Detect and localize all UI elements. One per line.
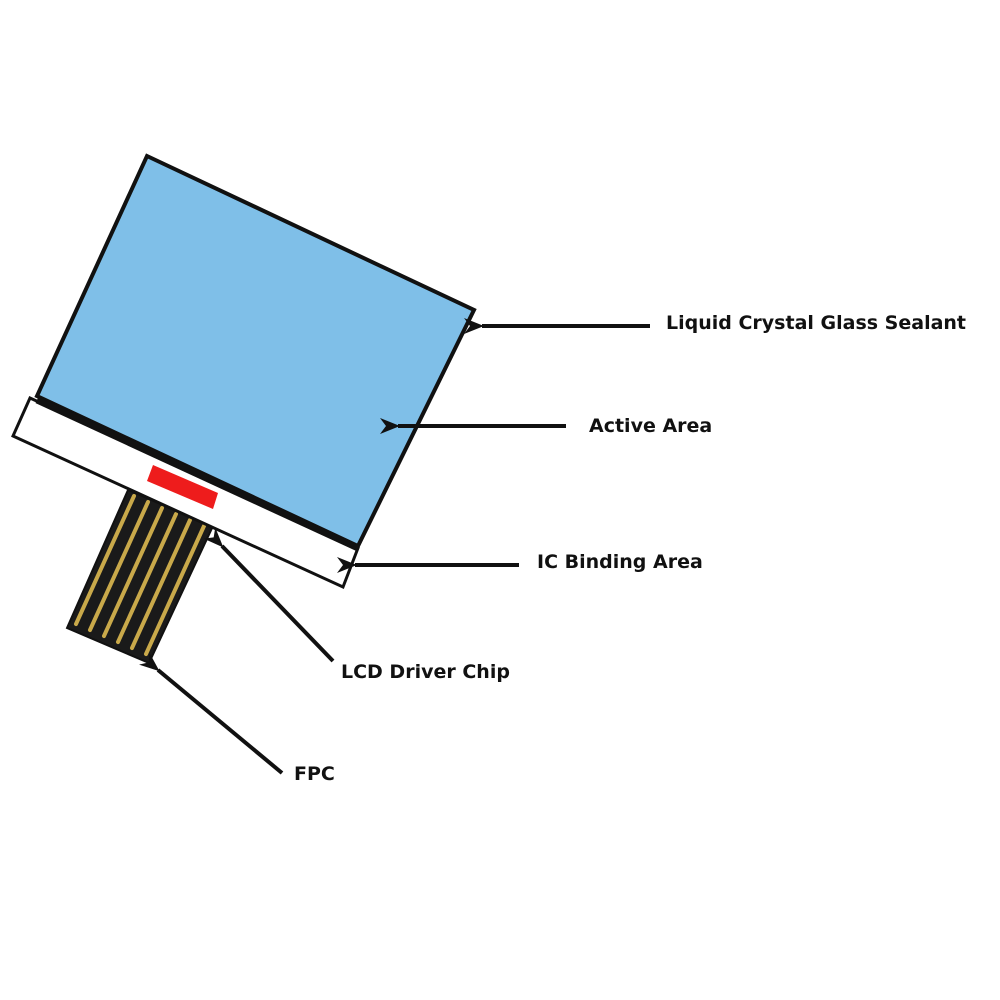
glass-sealant-edge xyxy=(35,396,360,552)
label-lcd-driver-chip: LCD Driver Chip xyxy=(341,661,510,683)
lcd-driver-chip xyxy=(147,465,218,509)
fpc-trace xyxy=(130,518,192,650)
active-area xyxy=(34,153,477,549)
label-fpc: FPC xyxy=(294,763,335,785)
fpc-trace xyxy=(144,524,206,656)
fpc-trace xyxy=(74,494,136,626)
label-ic-binding-area: IC Binding Area xyxy=(537,551,703,573)
fpc-traces xyxy=(74,494,206,656)
label-glass-sealant: Liquid Crystal Glass Sealant xyxy=(666,312,967,334)
fpc-trace xyxy=(102,506,164,638)
fpc-trace xyxy=(116,512,178,644)
fpc-trace xyxy=(88,500,150,632)
arrow-fpc xyxy=(139,652,284,775)
label-active-area: Active Area xyxy=(589,415,713,437)
leader-arrows xyxy=(139,318,650,775)
arrow-driver-chip xyxy=(203,527,335,663)
